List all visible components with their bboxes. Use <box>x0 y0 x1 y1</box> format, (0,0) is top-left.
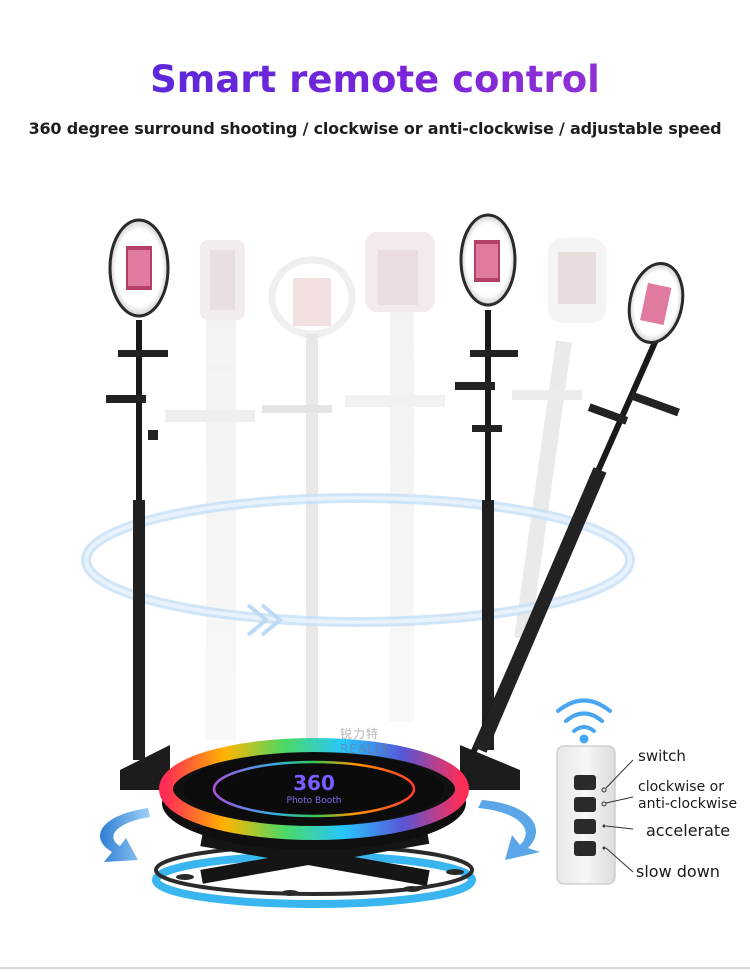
watermark-cn: 锐力特 <box>340 727 380 741</box>
remote-accelerate-button <box>574 819 596 834</box>
platform-logo-number: 360 <box>293 771 335 795</box>
platform-logo-text: Photo Booth <box>287 796 342 806</box>
orbit-chevron-icon <box>246 603 284 637</box>
remote-label-slowdown: slow down <box>636 862 720 881</box>
wifi-icon <box>556 698 612 744</box>
watermark-en: REALLY <box>340 742 390 756</box>
remote-switch-button <box>574 775 596 790</box>
page-subtitle: 360 degree surround shooting / clockwise… <box>28 119 722 138</box>
motion-ghost-poles <box>165 232 606 744</box>
ring-light-stand-left <box>106 218 170 760</box>
remote-label-accelerate: accelerate <box>646 821 731 840</box>
remote-slowdown-button <box>574 841 596 856</box>
watermark: 锐力特 REALLY <box>340 725 389 756</box>
ring-light-stand-tilted <box>467 262 685 762</box>
rotation-arrow-left-icon <box>100 808 150 862</box>
remote-label-direction: clockwise or anti-clockwise <box>638 779 738 812</box>
remote-direction-button <box>574 797 596 812</box>
rotation-arrow-right-icon <box>478 800 540 860</box>
photo-booth-platform: 360 Photo Booth <box>120 738 520 908</box>
remote-label-switch: switch <box>638 747 686 765</box>
ring-light-stand-center <box>455 213 518 750</box>
remote-control <box>556 745 634 885</box>
page-title: Smart remote control <box>0 58 750 101</box>
bottom-divider <box>0 967 750 969</box>
